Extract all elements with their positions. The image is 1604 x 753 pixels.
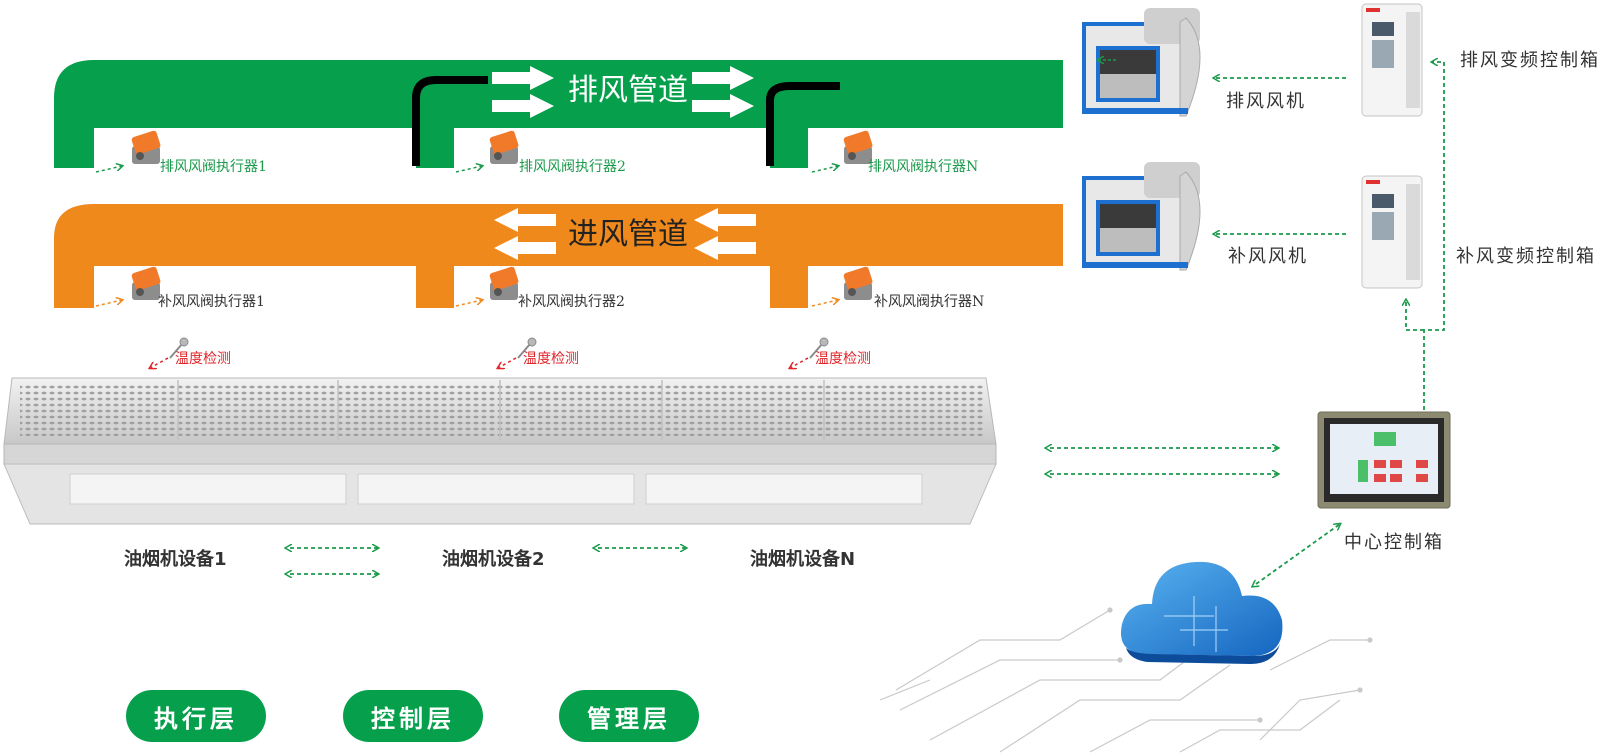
supply-flow-arrows xyxy=(494,208,756,260)
cloud-icon xyxy=(1120,561,1283,664)
damper-actuator-icon xyxy=(488,265,520,300)
hood-device-label-2: 油烟机设备2 xyxy=(442,549,545,570)
supply-fan-label: 补风风机 xyxy=(1228,246,1308,267)
supply-fan-unit xyxy=(1081,161,1201,271)
exhaust-fan-label: 排风风机 xyxy=(1226,91,1306,112)
exhaust-duct-title: 排风管道 xyxy=(568,73,688,108)
exhaust-vfd-label: 排风变频控制箱 xyxy=(1460,50,1600,71)
exhaust-fan-unit xyxy=(1081,7,1201,117)
center-control-box-label: 中心控制箱 xyxy=(1344,532,1444,553)
exhaust-vfd-unit xyxy=(1361,3,1423,117)
layer-button-execution[interactable]: 执行层 xyxy=(126,690,266,742)
damper-actuator-icon xyxy=(130,129,162,164)
supply-duct-title: 进风管道 xyxy=(568,217,688,252)
supply-vfd-unit xyxy=(1361,175,1423,289)
temperature-sensors xyxy=(150,337,829,368)
central-control-panel xyxy=(1317,411,1451,509)
supply-duct xyxy=(54,204,1063,308)
damper-actuator-icon xyxy=(842,265,874,300)
supply-vfd-label: 补风变频控制箱 xyxy=(1456,246,1596,267)
exhaust-actuator-label-1: 排风风阀执行器1 xyxy=(160,159,267,175)
control-signal-lines xyxy=(1050,62,1445,584)
supply-actuator-label-2: 补风风阀执行器2 xyxy=(518,294,625,310)
supply-actuator-label-n: 补风风阀执行器N xyxy=(874,294,985,310)
circuit-pattern xyxy=(879,607,1373,753)
temperature-label-2: 温度检测 xyxy=(523,351,579,367)
layer-button-control[interactable]: 控制层 xyxy=(343,690,483,742)
damper-actuator-icon xyxy=(488,129,520,164)
supply-actuator-label-1: 补风风阀执行器1 xyxy=(158,294,265,310)
temperature-label-1: 温度检测 xyxy=(175,351,231,367)
exhaust-actuator-label-n: 排风风阀执行器N xyxy=(868,159,979,175)
hood-device-label-n: 油烟机设备N xyxy=(750,549,856,570)
hood-device-label-1: 油烟机设备1 xyxy=(124,549,227,570)
exhaust-actuator-label-2: 排风风阀执行器2 xyxy=(519,159,626,175)
actuator-signal-arrows xyxy=(95,166,838,307)
exhaust-flow-arrows xyxy=(492,66,754,118)
exhaust-duct xyxy=(54,60,1063,168)
temperature-label-n: 温度检测 xyxy=(815,351,871,367)
device-link-arrows xyxy=(290,548,686,574)
range-hood xyxy=(3,377,997,525)
layer-button-management[interactable]: 管理层 xyxy=(559,690,699,742)
damper-actuator-icon xyxy=(130,265,162,300)
